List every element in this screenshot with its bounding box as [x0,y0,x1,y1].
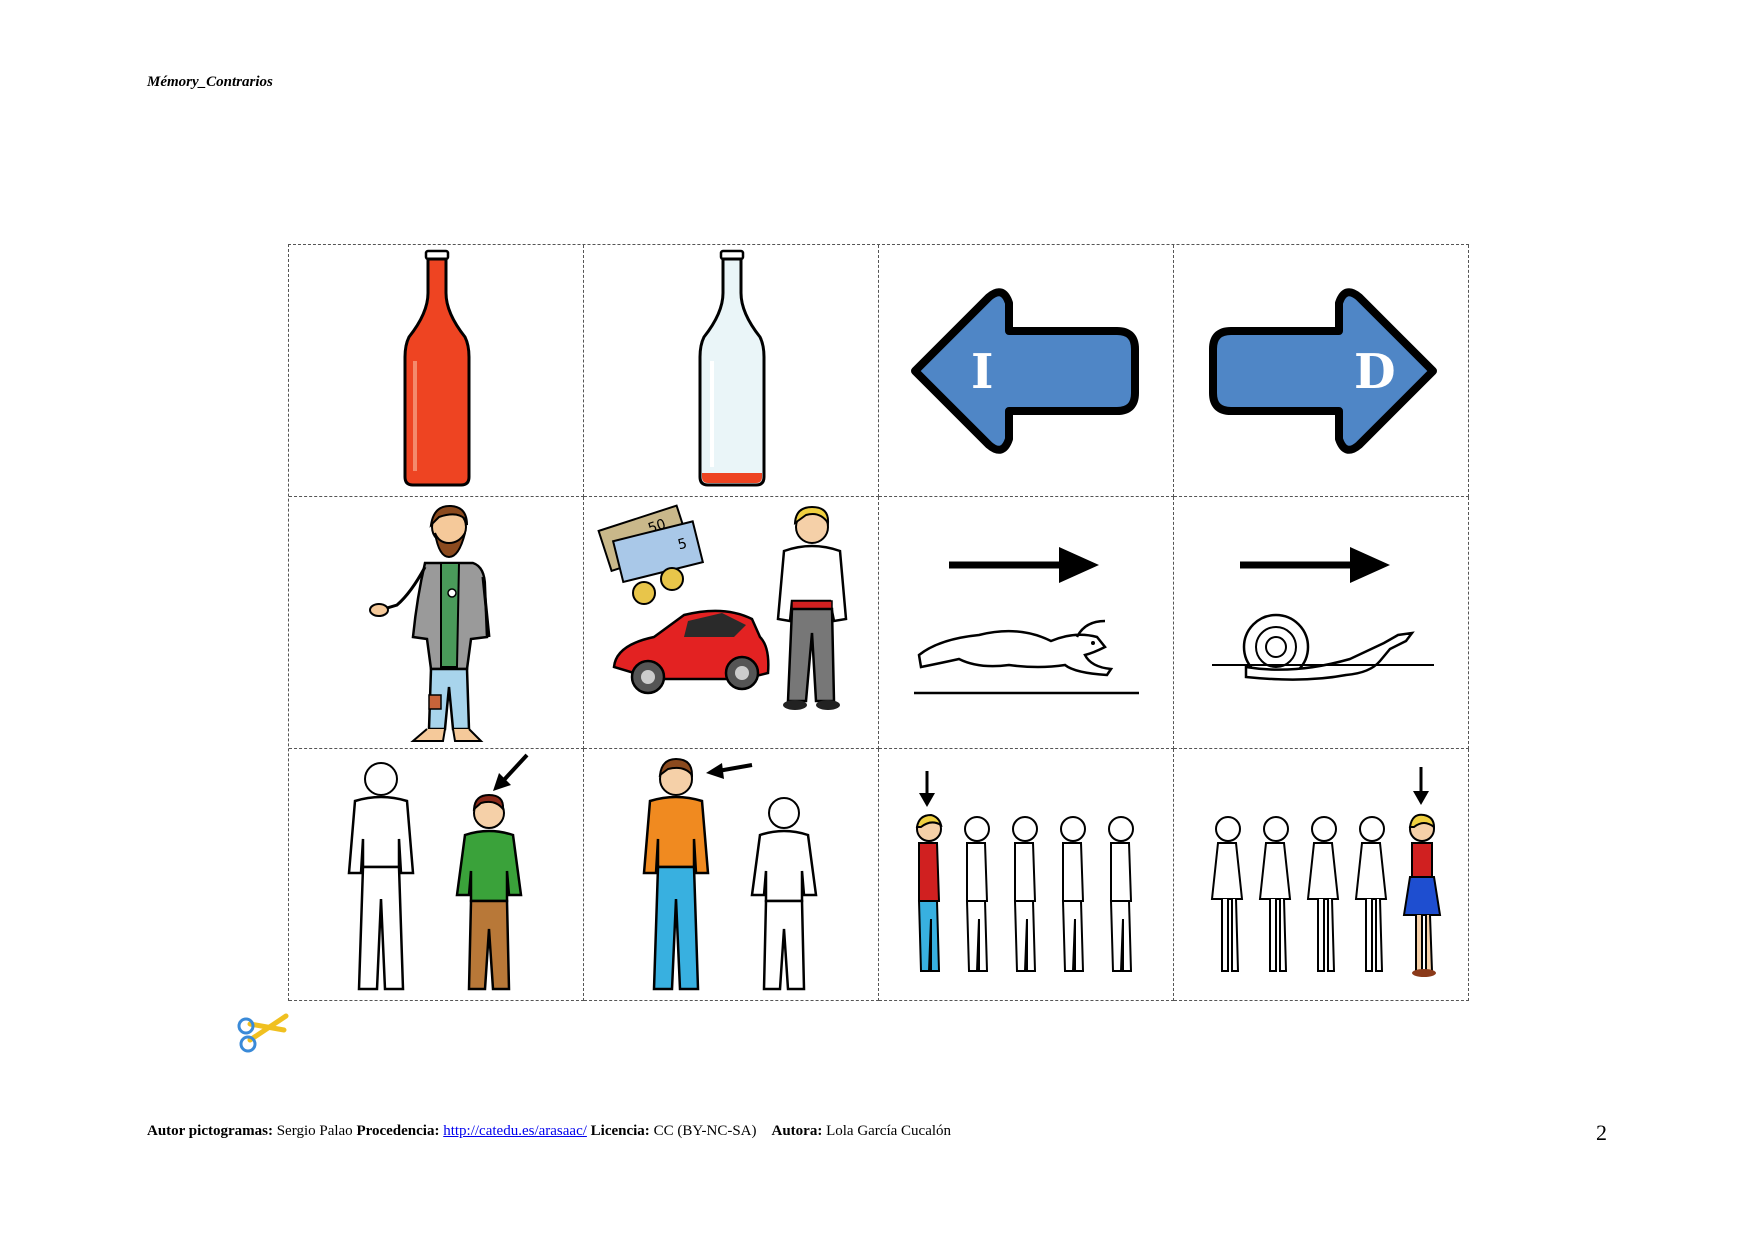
left-arrow-letter: I [971,344,993,400]
author-label: Autor pictogramas: [147,1123,273,1139]
card-first-in-line[interactable] [879,749,1174,1001]
memory-card-grid: I D [288,244,1469,1001]
card-slow-snail[interactable] [1174,497,1469,749]
right-arrow-icon: D [1209,288,1437,454]
page-number: 2 [1596,1120,1607,1145]
last-in-line-icon [1210,767,1442,977]
card-right-arrow[interactable]: D [1174,245,1469,497]
short-man-icon [347,753,529,991]
license-value: CC (BY-NC-SA) [653,1123,757,1139]
source-label: Procedencia: [356,1123,440,1139]
card-left-arrow[interactable]: I [879,245,1174,497]
card-tall-man[interactable] [584,749,879,1001]
document-title: Mémory_Contrarios [147,74,273,90]
svg-text:5: 5 [676,536,689,554]
full-bottle-icon [403,249,471,487]
card-fast-hare[interactable] [879,497,1174,749]
fast-hare-icon [914,547,1139,695]
card-rich-man[interactable]: 50 5 [584,497,879,749]
card-full-bottle[interactable] [289,245,584,497]
right-arrow-letter: D [1354,344,1396,400]
footer-credits: Autor pictogramas: Sergio Palao Proceden… [147,1123,951,1140]
card-short-man[interactable] [289,749,584,1001]
poor-man-icon [369,504,491,742]
authoress-label: Autora: [771,1123,823,1139]
card-empty-bottle[interactable] [584,245,879,497]
first-in-line-icon [915,771,1134,972]
authoress-value: Lola García Cucalón [826,1123,952,1139]
rich-man-icon: 50 5 [597,504,848,710]
left-arrow-icon: I [911,288,1139,454]
card-last-in-line[interactable] [1174,749,1469,1001]
empty-bottle-icon [698,249,766,487]
card-poor-man[interactable] [289,497,584,749]
author-value: Sergio Palao [276,1123,353,1139]
license-label: Licencia: [590,1123,650,1139]
slow-snail-icon [1212,547,1434,681]
source-link[interactable]: http://catedu.es/arasaac/ [443,1123,587,1139]
scissors-icon [237,1013,289,1053]
tall-man-icon [642,757,818,991]
